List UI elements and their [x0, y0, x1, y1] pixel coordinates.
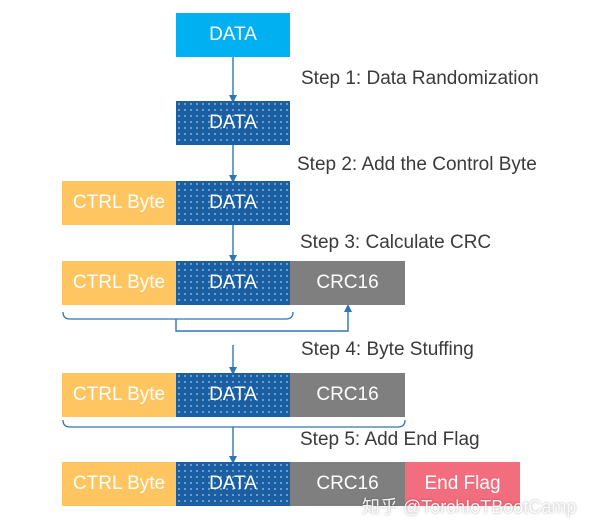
ctrl-label: CTRL Byte [72, 384, 166, 405]
data-label: DATA [209, 24, 257, 45]
crc16-block: CRC16 [290, 261, 405, 305]
data-label: DATA [209, 473, 257, 494]
step-5-label: Step 5: Add End Flag [300, 429, 480, 450]
step-4-label: Step 4: Byte Stuffing [301, 339, 474, 360]
step-2-label: Step 2: Add the Control Byte [297, 154, 537, 175]
ctrl-byte-block: CTRL Byte [62, 181, 176, 225]
data-label: DATA [209, 112, 257, 133]
crc-label: CRC16 [316, 473, 379, 494]
data-block: DATA [176, 373, 290, 417]
end-flag-label: End Flag [424, 473, 501, 494]
ctrl-byte-block: CTRL Byte [62, 462, 176, 506]
ctrl-label: CTRL Byte [72, 473, 166, 494]
data-label: DATA [209, 192, 257, 213]
arrow-to-crc [175, 304, 352, 332]
watermark: 知乎 @TorchIoTBootCamp [362, 497, 577, 517]
ctrl-byte-block: CTRL Byte [62, 373, 176, 417]
data-block-randomized: DATA [176, 101, 290, 145]
ctrl-byte-block: CTRL Byte [62, 261, 176, 305]
data-block-raw: DATA [176, 13, 290, 57]
ctrl-label: CTRL Byte [72, 272, 166, 293]
data-block: DATA [176, 181, 290, 225]
ctrl-label: CTRL Byte [72, 192, 166, 213]
crc-label: CRC16 [316, 272, 379, 293]
crc-label: CRC16 [316, 384, 379, 405]
data-label: DATA [209, 384, 257, 405]
data-block: DATA [176, 462, 290, 506]
step-3-label: Step 3: Calculate CRC [300, 232, 492, 253]
step-1-label: Step 1: Data Randomization [301, 68, 539, 89]
crc16-block: CRC16 [290, 373, 405, 417]
data-label: DATA [209, 272, 257, 293]
end-flag-block: End Flag [405, 462, 520, 506]
brace-stuffing [62, 419, 406, 428]
brace-crc-input [62, 311, 294, 320]
crc16-block: CRC16 [290, 462, 405, 506]
data-block: DATA [176, 261, 290, 305]
